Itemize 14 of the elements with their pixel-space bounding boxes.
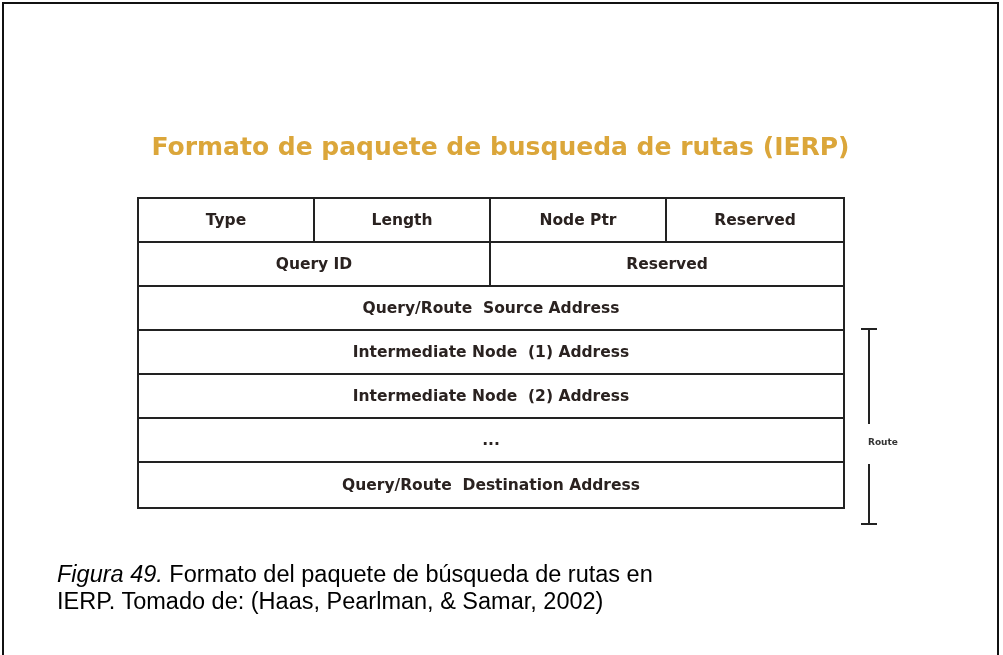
table-cell: Type [139, 199, 315, 243]
diagram-title: Formato de paquete de busqueda de rutas (IERP) [150, 132, 851, 161]
table-cell: Reserved [667, 199, 843, 243]
table-cell: Intermediate Node (2) Address [139, 375, 843, 419]
table-cell: Query/Route Source Address [139, 287, 843, 331]
figure-caption: Figura 49. Formato del paquete de búsqueda de rutas en IERP. Tomado de: (Haas, Pearlman, & Samar, 2002) [57, 561, 654, 616]
table-cell-text: Query/Route Destination Address [341, 475, 641, 496]
table-cell: Query ID [139, 243, 491, 287]
table-cell: Node Ptr [491, 199, 667, 243]
bracket-label: Route [868, 437, 898, 447]
table-cell: Reserved [491, 243, 843, 287]
table-cell: Length [315, 199, 491, 243]
table-cell: ... [139, 419, 843, 463]
table-cell: Intermediate Node (1) Address [139, 331, 843, 375]
